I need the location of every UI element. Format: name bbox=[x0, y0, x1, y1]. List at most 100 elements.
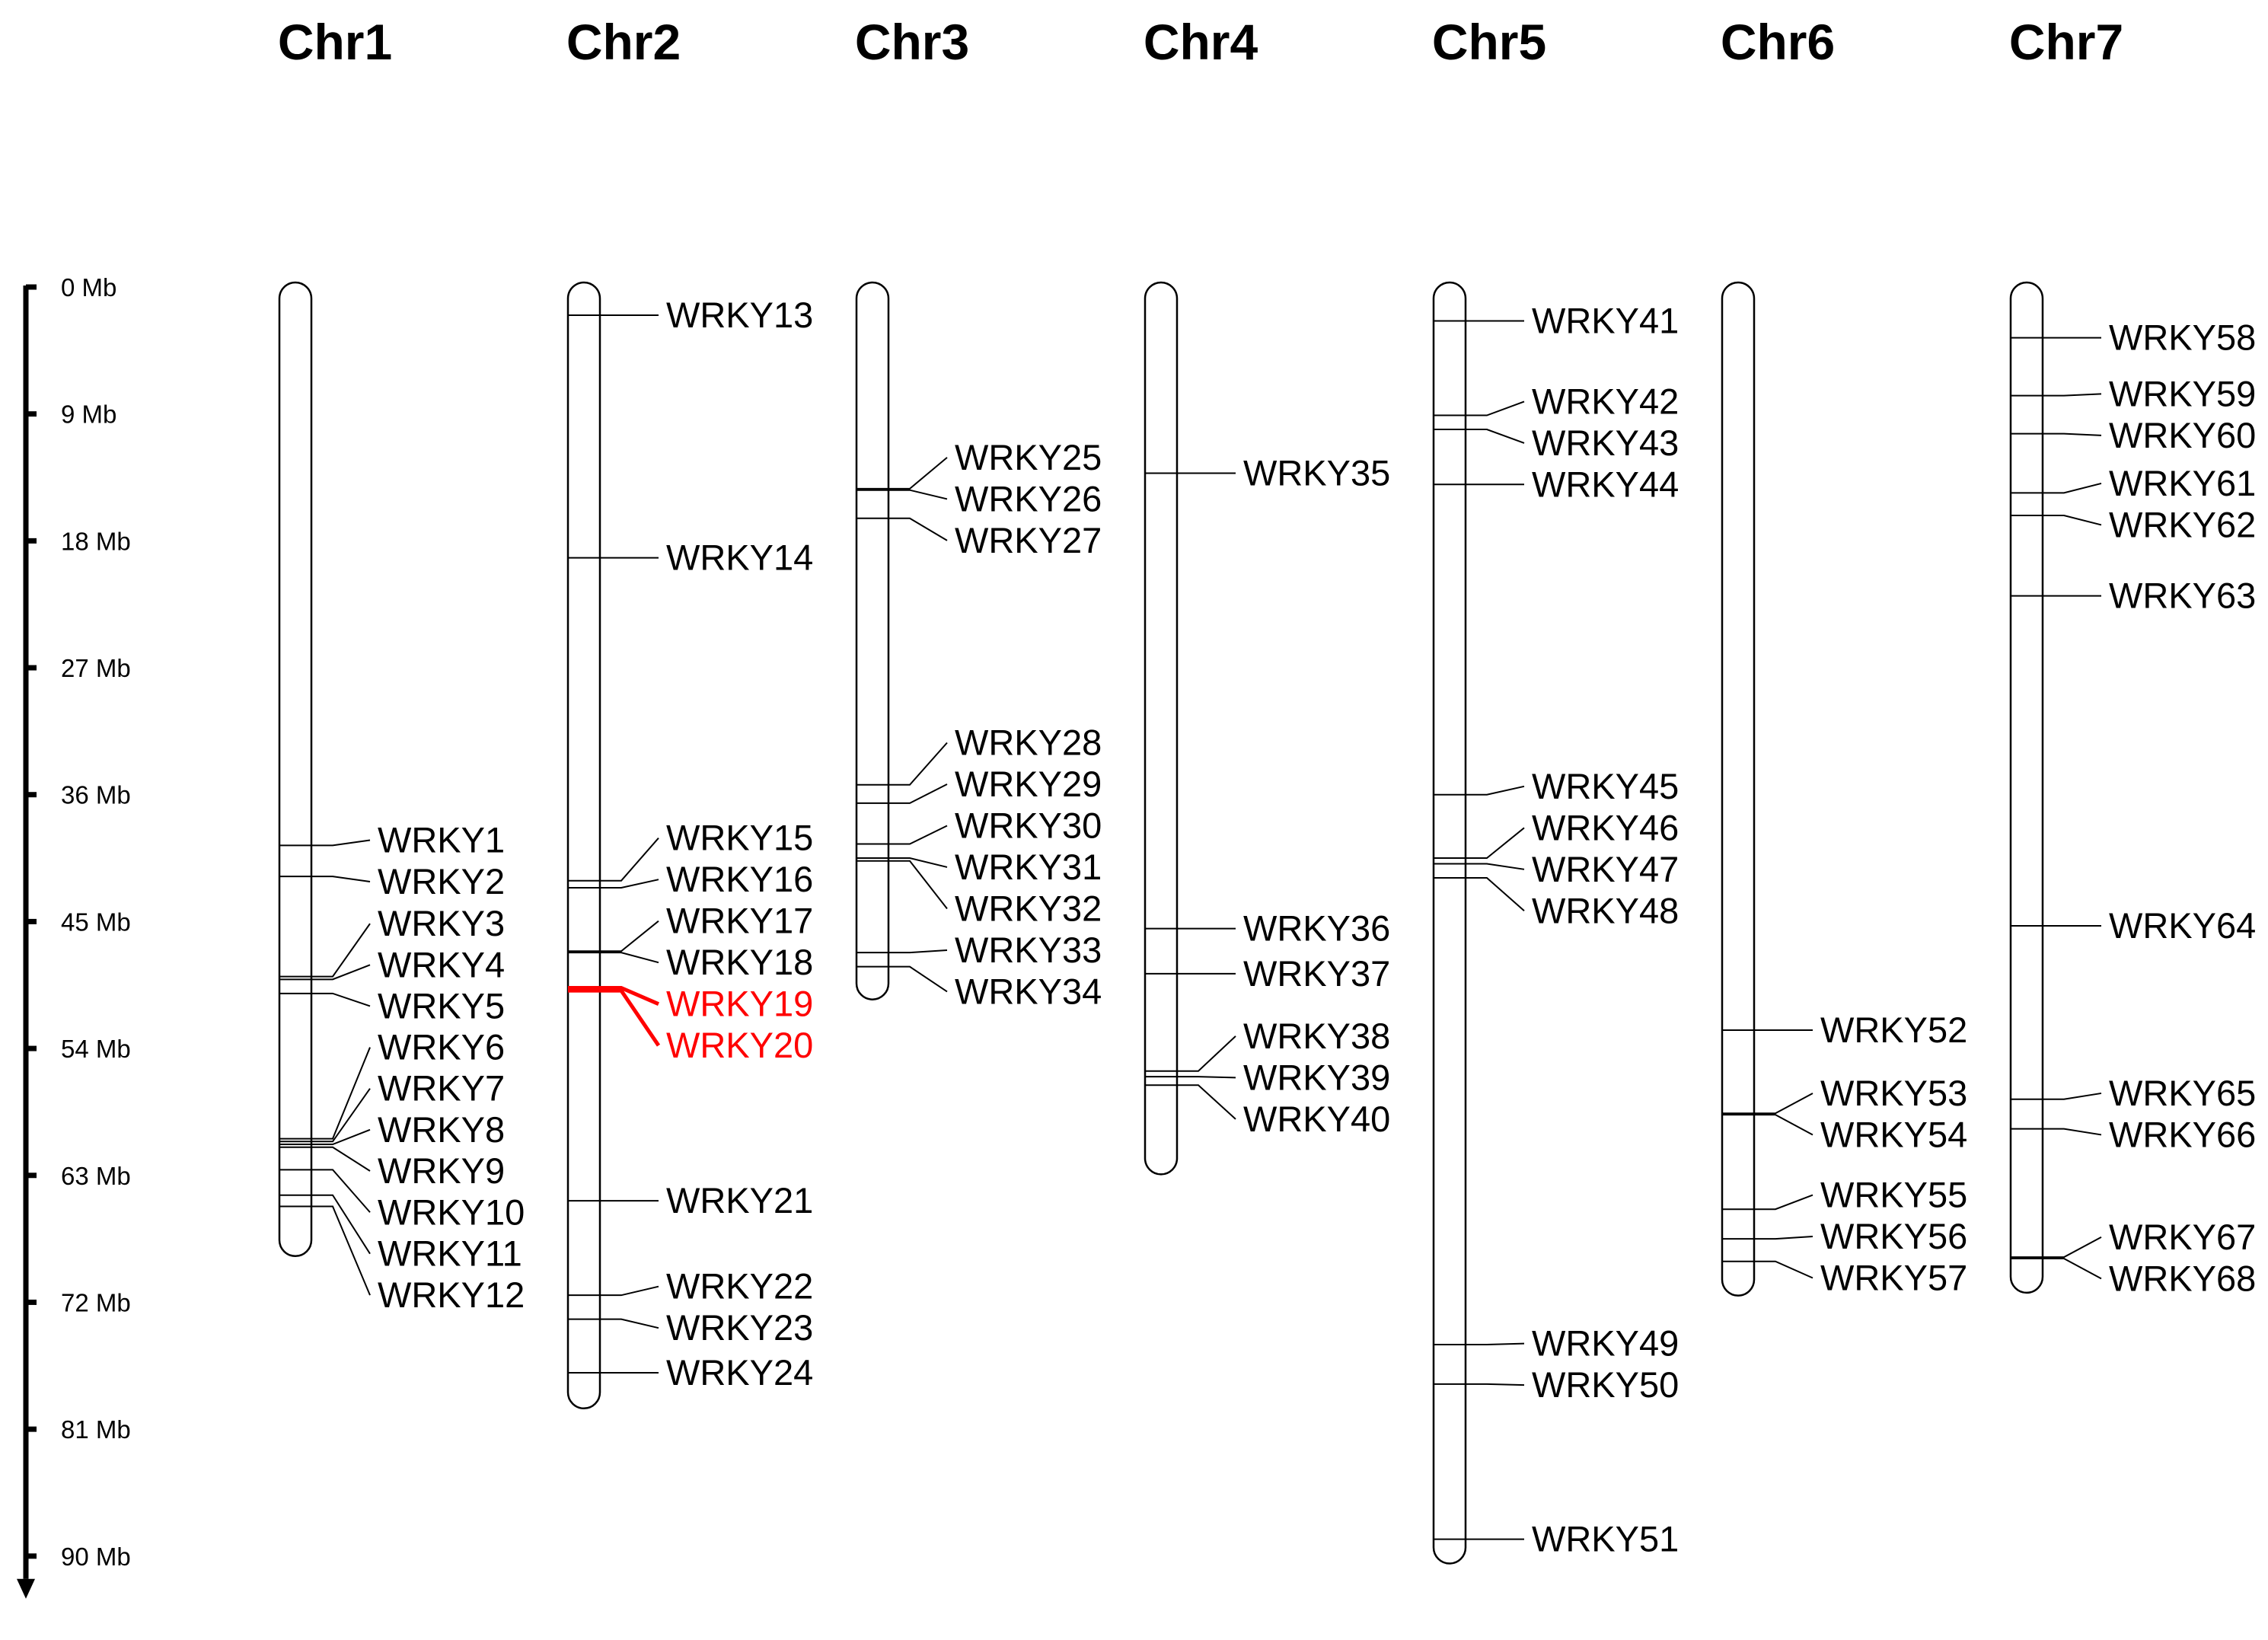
gene-label: WRKY27 bbox=[955, 520, 1102, 560]
gene-leader-line bbox=[888, 457, 948, 490]
scale-tick-label: 81 Mb bbox=[61, 1415, 131, 1444]
gene-label: WRKY40 bbox=[1243, 1099, 1390, 1139]
gene-leader-line bbox=[1466, 876, 1525, 912]
gene-label: WRKY17 bbox=[666, 901, 813, 941]
gene-leader-line bbox=[600, 1318, 659, 1329]
scale-tick-label: 45 Mb bbox=[61, 908, 131, 936]
scale-tick-label: 90 Mb bbox=[61, 1543, 131, 1571]
scale-tick-label: 0 Mb bbox=[61, 273, 116, 302]
gene-label: WRKY2 bbox=[378, 861, 505, 901]
gene-leader-line bbox=[888, 783, 948, 804]
gene-label: WRKY30 bbox=[955, 805, 1102, 845]
gene-leader-line bbox=[888, 965, 948, 993]
gene-leader-line bbox=[2043, 432, 2102, 436]
gene-label: WRKY53 bbox=[1820, 1073, 1967, 1113]
gene-leader-line bbox=[1754, 1236, 1813, 1240]
chromosomes: Chr1WRKY1WRKY2WRKY3WRKY4WRKY5WRKY6WRKY7W… bbox=[278, 14, 2256, 1565]
gene-leader-line bbox=[311, 1088, 371, 1143]
gene-leader-line bbox=[2043, 1236, 2102, 1259]
gene-label: WRKY28 bbox=[955, 722, 1102, 762]
chromosome-chr1: Chr1WRKY1WRKY2WRKY3WRKY4WRKY5WRKY6WRKY7W… bbox=[278, 14, 525, 1315]
gene-label: WRKY11 bbox=[378, 1233, 522, 1274]
gene-label: WRKY21 bbox=[666, 1180, 813, 1220]
gene-leader-line bbox=[1466, 863, 1525, 870]
gene-label: WRKY33 bbox=[955, 930, 1102, 970]
gene-label: WRKY9 bbox=[378, 1150, 505, 1191]
scale-tick-label: 54 Mb bbox=[61, 1035, 131, 1063]
gene-label: WRKY18 bbox=[666, 942, 813, 982]
gene-label: WRKY38 bbox=[1243, 1016, 1390, 1056]
gene-leader-line bbox=[1177, 1084, 1236, 1120]
gene-leader-line bbox=[2043, 1092, 2102, 1100]
gene-leader-line bbox=[2043, 393, 2102, 397]
gene-label: WRKY68 bbox=[2109, 1258, 2256, 1298]
gene-label: WRKY39 bbox=[1243, 1057, 1390, 1097]
scale-arrow bbox=[17, 1578, 35, 1599]
gene-label: WRKY66 bbox=[2109, 1114, 2256, 1154]
gene-label: WRKY45 bbox=[1532, 766, 1679, 806]
gene-label: WRKY46 bbox=[1532, 807, 1679, 847]
chromosome-chr5: Chr5WRKY41WRKY42WRKY43WRKY44WRKY45WRKY46… bbox=[1432, 14, 1679, 1565]
gene-label: WRKY47 bbox=[1532, 849, 1679, 889]
gene-leader-line bbox=[311, 964, 371, 981]
chromosome-title: Chr1 bbox=[278, 14, 392, 70]
gene-leader-line bbox=[600, 952, 659, 964]
gene-label: WRKY19 bbox=[666, 984, 813, 1024]
gene-label: WRKY56 bbox=[1820, 1216, 1967, 1256]
gene-label: WRKY65 bbox=[2109, 1073, 2256, 1113]
gene-leader-line bbox=[2043, 1128, 2102, 1136]
gene-label: WRKY15 bbox=[666, 818, 813, 858]
gene-leader-line bbox=[1466, 785, 1525, 796]
gene-label: WRKY13 bbox=[666, 295, 813, 335]
chromosome-body bbox=[1144, 281, 1179, 1176]
gene-label: WRKY50 bbox=[1532, 1364, 1679, 1405]
gene-label: WRKY43 bbox=[1532, 423, 1679, 463]
gene-leader-line bbox=[1754, 1260, 1813, 1279]
gene-leader-line bbox=[311, 1194, 371, 1255]
gene-label: WRKY12 bbox=[378, 1275, 525, 1315]
gene-leader-line bbox=[600, 985, 659, 1006]
gene-label: WRKY59 bbox=[2109, 373, 2256, 413]
gene-leader-line bbox=[1754, 1194, 1813, 1211]
gene-label: WRKY63 bbox=[2109, 576, 2256, 616]
gene-label: WRKY32 bbox=[955, 888, 1102, 928]
gene-leader-line bbox=[888, 742, 948, 786]
gene-label: WRKY49 bbox=[1532, 1323, 1679, 1364]
gene-label: WRKY35 bbox=[1243, 452, 1390, 493]
chromosome-title: Chr3 bbox=[855, 14, 969, 70]
gene-label: WRKY3 bbox=[378, 903, 505, 943]
gene-label: WRKY57 bbox=[1820, 1258, 1967, 1298]
scale-tick-label: 18 Mb bbox=[61, 527, 131, 555]
gene-leader-line bbox=[311, 839, 371, 847]
gene-label: WRKY42 bbox=[1532, 381, 1679, 421]
gene-label: WRKY61 bbox=[2109, 463, 2256, 503]
gene-label: WRKY23 bbox=[666, 1307, 813, 1348]
gene-leader-line bbox=[888, 860, 948, 910]
gene-label: WRKY8 bbox=[378, 1109, 505, 1150]
gene-label: WRKY29 bbox=[955, 764, 1102, 804]
gene-leader-line bbox=[600, 838, 659, 882]
gene-label: WRKY67 bbox=[2109, 1217, 2256, 1257]
gene-label: WRKY58 bbox=[2109, 317, 2256, 358]
chromosome-chr3: Chr3WRKY25WRKY26WRKY27WRKY28WRKY29WRKY30… bbox=[855, 14, 1102, 1011]
scale-tick-label: 36 Mb bbox=[61, 781, 131, 809]
gene-leader-line bbox=[600, 920, 659, 952]
gene-leader-line bbox=[2043, 515, 2102, 526]
gene-label: WRKY62 bbox=[2109, 504, 2256, 544]
gene-label: WRKY7 bbox=[378, 1068, 505, 1109]
gene-leader-line bbox=[1466, 1342, 1525, 1345]
chromosome-body bbox=[1721, 281, 1756, 1297]
gene-label: WRKY34 bbox=[955, 971, 1102, 1011]
gene-leader-line bbox=[311, 876, 371, 883]
gene-leader-line bbox=[2043, 1258, 2102, 1280]
gene-leader-line bbox=[888, 489, 948, 500]
gene-leader-line bbox=[888, 517, 948, 541]
gene-leader-line bbox=[2043, 482, 2102, 494]
gene-label: WRKY4 bbox=[378, 944, 505, 984]
scale-tick-label: 72 Mb bbox=[61, 1288, 131, 1316]
